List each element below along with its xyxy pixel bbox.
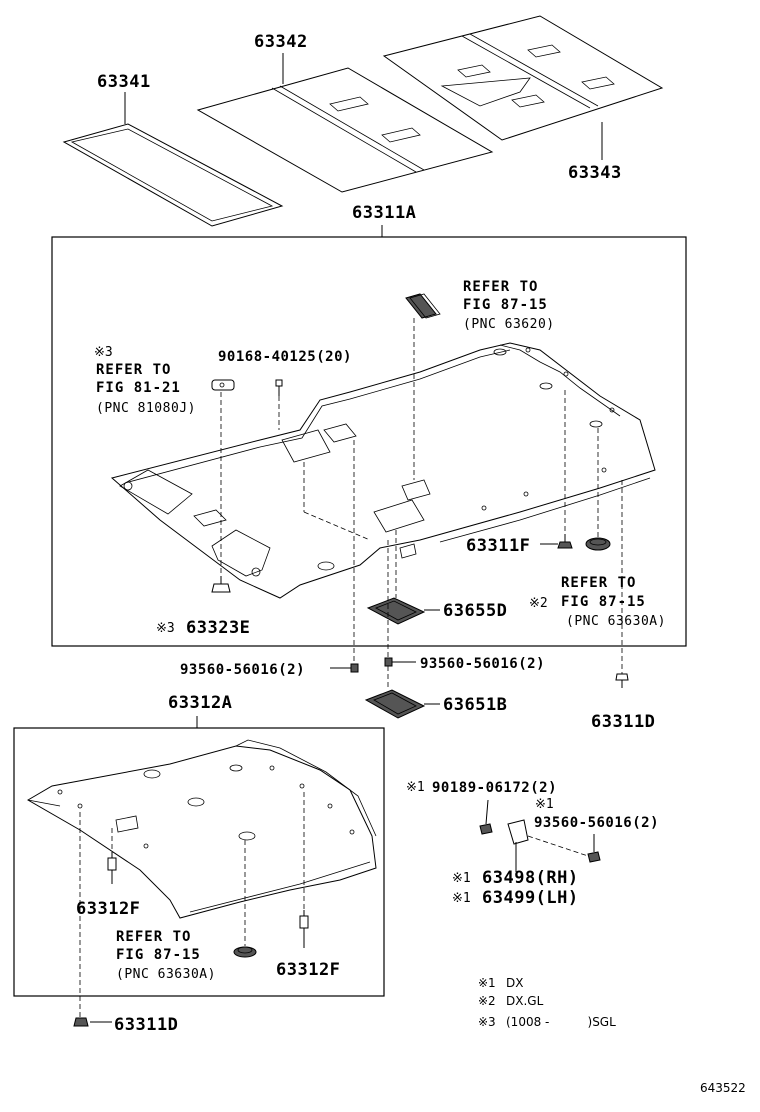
label-63311f[interactable]: 63311F <box>466 536 530 556</box>
legend-text-2: DX.GL <box>506 994 544 1008</box>
label-63311d-top[interactable]: 63311D <box>591 712 655 732</box>
legend-mark-3: ※3 <box>478 1015 496 1029</box>
ref-a-line2[interactable]: FIG 87-15 <box>463 297 548 313</box>
mark-63323e: ※3 <box>156 621 175 636</box>
headlining-63311a <box>110 342 656 599</box>
label-63341[interactable]: 63341 <box>97 72 151 92</box>
label-63343[interactable]: 63343 <box>568 163 622 183</box>
ref-a-line3: (PNC 63620) <box>463 317 555 332</box>
headlining-group-box <box>51 236 687 647</box>
label-63311a[interactable]: 63311A <box>352 203 416 223</box>
mark-93560-bracket: ※1 <box>535 797 554 812</box>
grip-81080j <box>211 379 235 391</box>
label-63312a[interactable]: 63312A <box>168 693 232 713</box>
label-63323e[interactable]: 63323E <box>186 618 250 638</box>
clip-63312f-left <box>107 852 117 871</box>
clip-63311d-bottom <box>73 1017 89 1027</box>
ref-b-line1: REFER TO <box>96 362 171 378</box>
ref-d-line3: (PNC 63630A) <box>116 967 216 982</box>
legend-mark-2: ※2 <box>478 994 496 1008</box>
ref-b-mark: ※3 <box>94 345 113 360</box>
ref-c-line1: REFER TO <box>561 575 636 591</box>
clip-63311f <box>557 534 573 549</box>
ref-d-line2[interactable]: FIG 87-15 <box>116 947 201 963</box>
label-93560-right[interactable]: 93560-56016(2) <box>420 656 545 672</box>
ref-b-line3: (PNC 81080J) <box>96 401 196 416</box>
label-63655d[interactable]: 63655D <box>443 601 507 621</box>
label-63342[interactable]: 63342 <box>254 32 308 52</box>
ref-c-line2[interactable]: FIG 87-15 <box>561 594 646 610</box>
pad-63341 <box>62 123 284 227</box>
clip-63323e <box>211 576 231 593</box>
label-63651b[interactable]: 63651B <box>443 695 507 715</box>
room-light-63630a-bottom <box>233 946 257 958</box>
label-63499[interactable]: 63499(LH) <box>482 888 579 908</box>
label-93560-bracket[interactable]: 93560-56016(2) <box>534 815 659 831</box>
legend-mark-1: ※1 <box>478 976 496 990</box>
room-light-63620 <box>405 293 441 319</box>
ref-b-line2[interactable]: FIG 81-21 <box>96 380 181 396</box>
ref-c-line3: (PNC 63630A) <box>566 614 666 629</box>
pad-63342 <box>196 67 494 193</box>
catalog-number: 643522 <box>700 1081 746 1095</box>
label-63498[interactable]: 63498(RH) <box>482 868 579 888</box>
ref-c-mark: ※2 <box>529 596 548 611</box>
room-light-63630a-top <box>585 537 611 551</box>
label-90168-40125[interactable]: 90168-40125(20) <box>218 349 352 365</box>
legend-text-1: DX <box>506 976 523 990</box>
bolt-90168 <box>275 379 283 396</box>
clip-93560-right <box>384 657 393 667</box>
bracket-63498-63499 <box>479 819 601 866</box>
mark-90189: ※1 <box>406 780 425 795</box>
pad-63343 <box>382 15 664 141</box>
cover-63651b <box>364 689 426 719</box>
ref-a-line1: REFER TO <box>463 279 538 295</box>
ref-d-line1: REFER TO <box>116 929 191 945</box>
clip-63311d-top <box>615 673 629 688</box>
clip-63312f-right <box>299 910 309 929</box>
legend-text-3: (1008 - )SGL <box>506 1015 616 1029</box>
mark-63499: ※1 <box>452 891 471 906</box>
label-93560-left[interactable]: 93560-56016(2) <box>180 662 305 678</box>
headlining-lower-group-box <box>13 727 385 997</box>
label-90189-06172[interactable]: 90189-06172(2) <box>432 780 557 796</box>
label-63312f-right[interactable]: 63312F <box>276 960 340 980</box>
clip-93560-left <box>350 663 359 673</box>
cover-63655d <box>366 597 426 625</box>
headlining-63312a <box>27 739 377 919</box>
label-63312f-left[interactable]: 63312F <box>76 899 140 919</box>
mark-63498: ※1 <box>452 871 471 886</box>
label-63311d-bottom[interactable]: 63311D <box>114 1015 178 1035</box>
